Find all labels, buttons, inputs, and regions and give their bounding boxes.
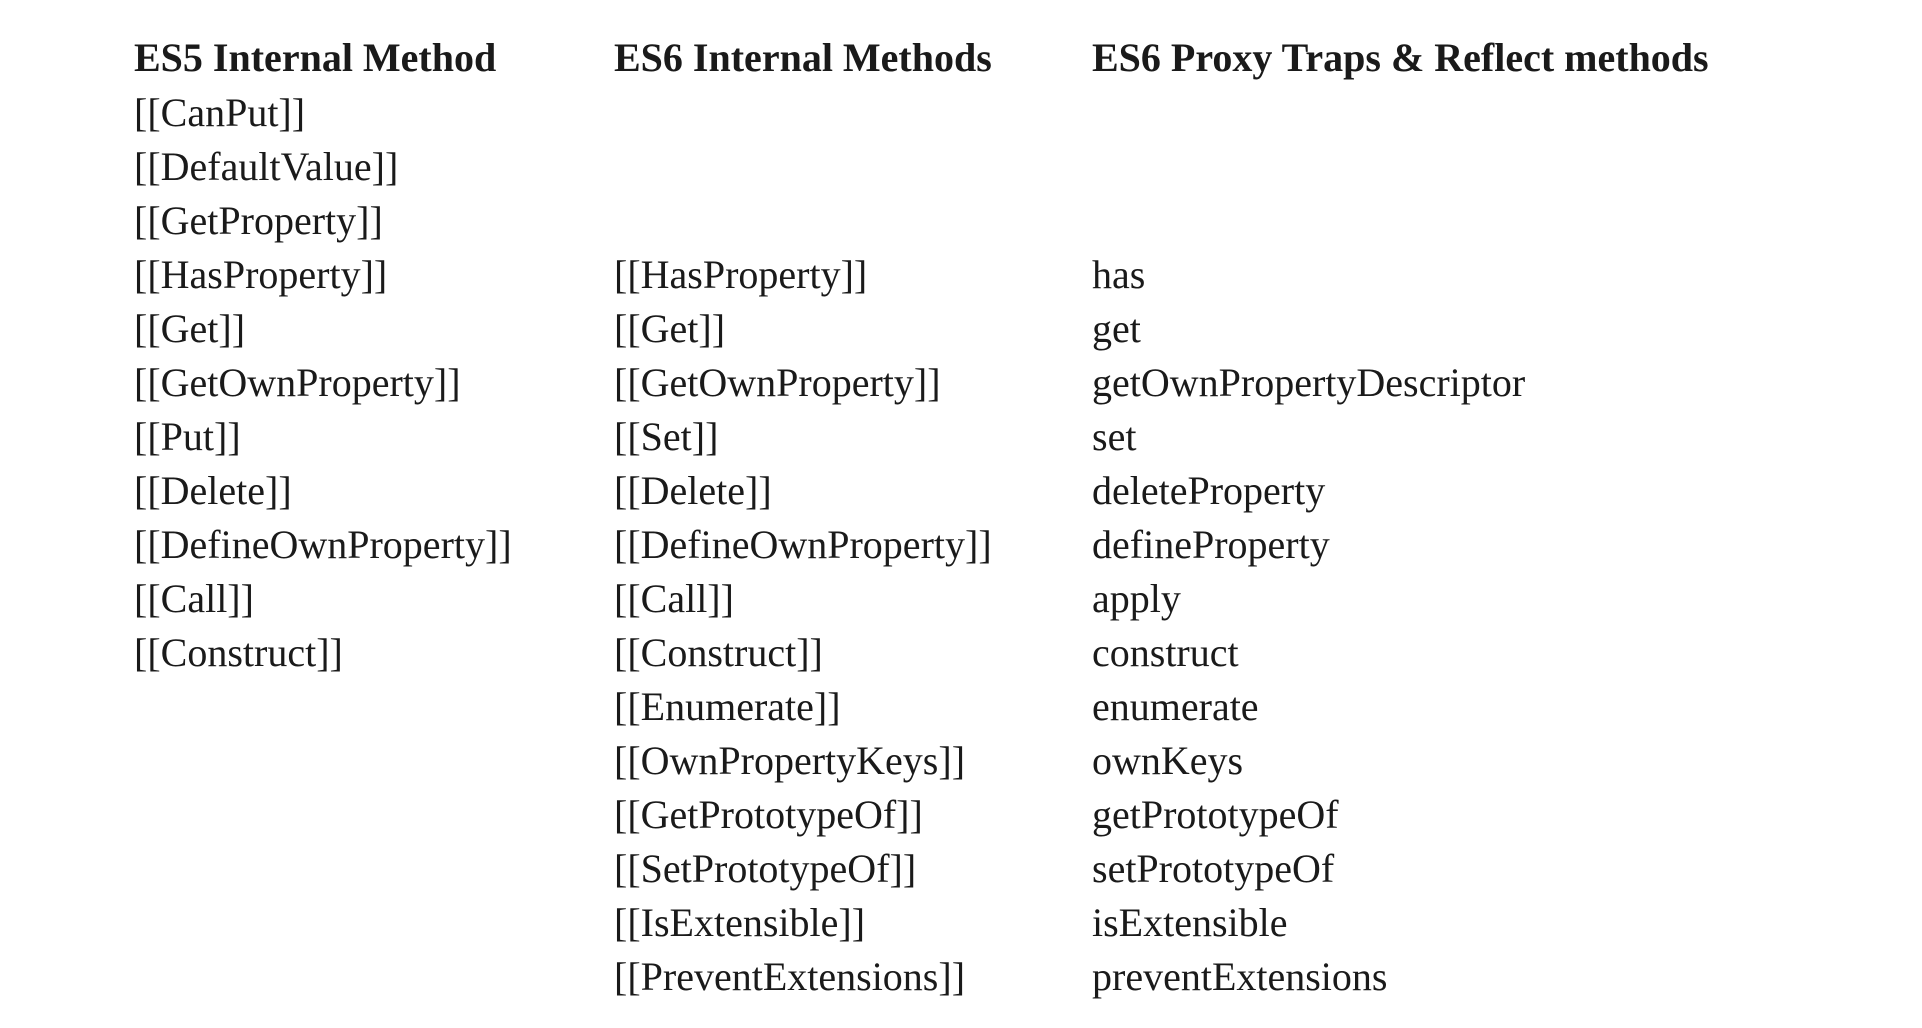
proxy-trap-cell: getOwnPropertyDescriptor: [1092, 360, 1526, 405]
es6-internal-method-cell: [[Get]]: [614, 306, 726, 351]
table-row: [[Put]] [[Set]] set: [134, 410, 1852, 464]
internal-methods-table: ES5 Internal Method ES6 Internal Methods…: [134, 30, 1852, 1004]
proxy-trap-cell: getPrototypeOf: [1092, 792, 1339, 837]
es6-internal-method-cell: [[Construct]]: [614, 630, 823, 675]
es5-internal-method-cell: [[DefineOwnProperty]]: [134, 522, 512, 567]
proxy-trap-cell: has: [1092, 252, 1146, 297]
table-row: [[CanPut]]: [134, 86, 1852, 140]
proxy-trap-cell: [1092, 140, 1852, 194]
es5-internal-method-cell: [[GetOwnProperty]]: [134, 360, 461, 405]
es6-internal-method-cell: [[HasProperty]]: [614, 252, 868, 297]
header-es5-internal-method: ES5 Internal Method: [134, 35, 497, 80]
es5-internal-method-cell: [134, 896, 614, 950]
es5-internal-method-cell: [134, 788, 614, 842]
proxy-trap-cell: apply: [1092, 576, 1181, 621]
es5-internal-method-cell: [[GetProperty]]: [134, 198, 383, 243]
table-row: [[PreventExtensions]] preventExtensions: [134, 950, 1852, 1004]
table-row: [[Call]] [[Call]] apply: [134, 572, 1852, 626]
es5-internal-method-cell: [[Delete]]: [134, 468, 292, 513]
proxy-trap-cell: deleteProperty: [1092, 468, 1326, 513]
proxy-trap-cell: setPrototypeOf: [1092, 846, 1335, 891]
table-row: [[SetPrototypeOf]] setPrototypeOf: [134, 842, 1852, 896]
proxy-trap-cell: preventExtensions: [1092, 954, 1388, 999]
es6-internal-method-cell: [[Set]]: [614, 414, 719, 459]
es6-internal-method-cell: [[GetOwnProperty]]: [614, 360, 941, 405]
es6-internal-method-cell: [[PreventExtensions]]: [614, 954, 966, 999]
header-es6-internal-methods: ES6 Internal Methods: [614, 35, 992, 80]
table-header: ES5 Internal Method ES6 Internal Methods…: [134, 30, 1852, 86]
table-row: [[GetProperty]]: [134, 194, 1852, 248]
proxy-trap-cell: construct: [1092, 630, 1239, 675]
table-row: [[DefineOwnProperty]] [[DefineOwnProperty…: [134, 518, 1852, 572]
table-row: [[GetPrototypeOf]] getPrototypeOf: [134, 788, 1852, 842]
proxy-trap-cell: isExtensible: [1092, 900, 1288, 945]
header-es6-proxy-traps-reflect: ES6 Proxy Traps & Reflect methods: [1092, 35, 1709, 80]
proxy-trap-cell: get: [1092, 306, 1141, 351]
es6-internal-method-cell: [[GetPrototypeOf]]: [614, 792, 923, 837]
es6-internal-method-cell: [[IsExtensible]]: [614, 900, 866, 945]
proxy-trap-cell: [1092, 194, 1852, 248]
table-row: [[DefaultValue]]: [134, 140, 1852, 194]
proxy-trap-cell: [1092, 86, 1852, 140]
table-body: [[CanPut]] [[DefaultValue]] [[GetProperty]…: [134, 86, 1852, 1004]
es6-internal-method-cell: [614, 140, 1092, 194]
es6-internal-method-cell: [614, 86, 1092, 140]
es6-internal-method-cell: [[OwnPropertyKeys]]: [614, 738, 966, 783]
proxy-trap-cell: enumerate: [1092, 684, 1259, 729]
table-row: [[Construct]] [[Construct]] construct: [134, 626, 1852, 680]
table-row: [[GetOwnProperty]] [[GetOwnProperty]] getO…: [134, 356, 1852, 410]
table-row: [[Enumerate]] enumerate: [134, 680, 1852, 734]
header-row: ES5 Internal Method ES6 Internal Methods…: [134, 30, 1852, 86]
es5-internal-method-cell: [134, 734, 614, 788]
es5-internal-method-cell: [[Put]]: [134, 414, 241, 459]
es5-internal-method-cell: [134, 842, 614, 896]
es6-internal-method-cell: [[Enumerate]]: [614, 684, 841, 729]
es6-internal-method-cell: [[Call]]: [614, 576, 734, 621]
es6-internal-method-cell: [[DefineOwnProperty]]: [614, 522, 992, 567]
es5-internal-method-cell: [[Call]]: [134, 576, 254, 621]
proxy-trap-cell: defineProperty: [1092, 522, 1330, 567]
es5-internal-method-cell: [[Construct]]: [134, 630, 343, 675]
es6-internal-method-cell: [[Delete]]: [614, 468, 772, 513]
es5-internal-method-cell: [134, 680, 614, 734]
table-row: [[IsExtensible]] isExtensible: [134, 896, 1852, 950]
es5-internal-method-cell: [[CanPut]]: [134, 90, 306, 135]
proxy-trap-cell: ownKeys: [1092, 738, 1244, 783]
es5-internal-method-cell: [[Get]]: [134, 306, 246, 351]
proxy-trap-cell: set: [1092, 414, 1137, 459]
es5-internal-method-cell: [[DefaultValue]]: [134, 144, 399, 189]
table-row: [[Get]] [[Get]] get: [134, 302, 1852, 356]
table-row: [[Delete]] [[Delete]] deleteProperty: [134, 464, 1852, 518]
es5-internal-method-cell: [[HasProperty]]: [134, 252, 388, 297]
table-row: [[OwnPropertyKeys]] ownKeys: [134, 734, 1852, 788]
es6-internal-method-cell: [[SetPrototypeOf]]: [614, 846, 917, 891]
es6-internal-method-cell: [614, 194, 1092, 248]
es5-internal-method-cell: [134, 950, 614, 1004]
table-row: [[HasProperty]] [[HasProperty]] has: [134, 248, 1852, 302]
